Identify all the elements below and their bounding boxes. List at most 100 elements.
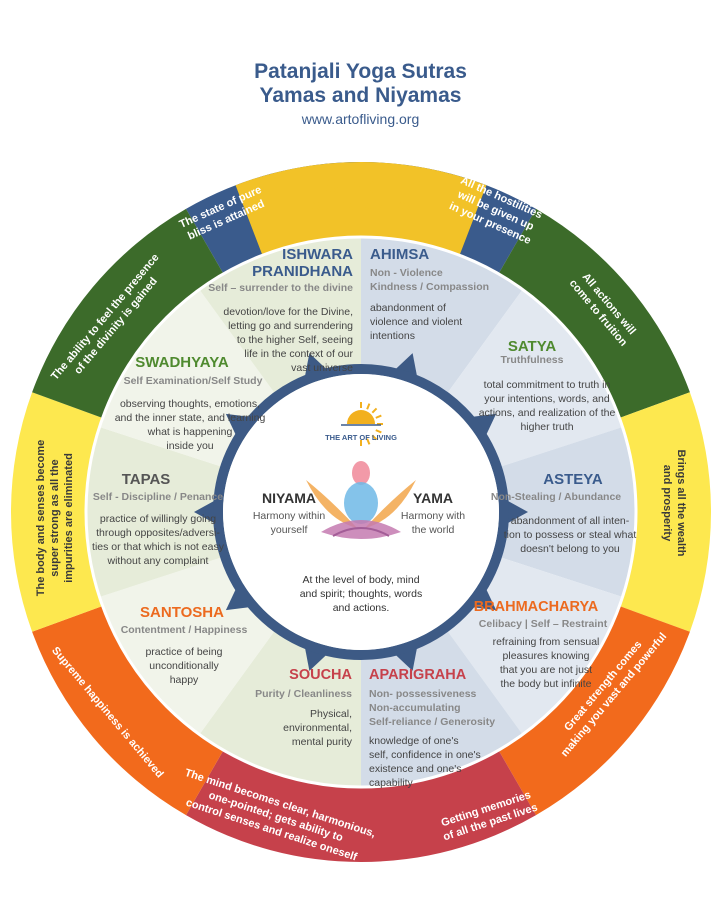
yama-name-ahimsa: AHIMSA	[370, 246, 429, 263]
niyama-desc-ishwara: life in the context of our	[244, 348, 353, 360]
yama-desc-satya: actions, and realization of the	[479, 407, 616, 419]
niyama-desc-ishwara: devotion/love for the Divine,	[223, 306, 353, 318]
niyama-desc-tapas: without any complaint	[107, 555, 209, 567]
outer-ring-text-line: super strong as all the	[49, 459, 61, 576]
logo-ray	[366, 438, 371, 445]
yama-desc: the world	[412, 524, 455, 536]
lotus-head	[352, 461, 370, 485]
niyama-meaning-tapas: Self - Discipline / Penance	[93, 491, 223, 503]
yama-desc-satya: your intentions, words, and	[484, 393, 610, 405]
niyama-desc-santosha: practice of being	[145, 646, 222, 658]
yama-desc-aparigraha: capability	[369, 777, 414, 789]
niyama-desc-tapas: ties or that which is not easy	[92, 541, 225, 553]
yama-meaning-ahimsa: Kindness / Compassion	[370, 281, 489, 293]
website-link[interactable]: www.artofliving.org	[301, 111, 420, 127]
niyama-desc-swadhyaya: and the inner state, and learning	[115, 412, 266, 424]
center-bottom-text: At the level of body, mind	[302, 574, 419, 586]
yama-meaning-asteya: Non-Stealing / Abundance	[491, 491, 621, 503]
yama-meaning-aparigraha: Non-accumulating	[369, 702, 461, 714]
logo-ray	[371, 434, 378, 441]
niyama-name-santosha: SANTOSHA	[140, 604, 224, 621]
outer-ring-tapas	[10, 392, 103, 632]
lotus-body	[344, 482, 378, 524]
siddhi-title: SIDDHI	[325, 176, 396, 199]
niyama-desc-soucha: Physical,	[310, 708, 352, 720]
lotus-base-line	[332, 527, 390, 537]
niyama-name-tapas: TAPAS	[122, 471, 171, 488]
niyama-desc-swadhyaya: what is happening	[147, 426, 233, 438]
yama-desc: Harmony with	[401, 510, 465, 522]
yama-name-brahmacharya: BRAHMACHARYA	[474, 599, 599, 615]
yama-desc-ahimsa: violence and violent	[370, 316, 462, 328]
yama-meaning-ahimsa: Non - Violence	[370, 267, 443, 279]
outer-ring-satya	[498, 208, 690, 418]
header: Patanjali Yoga Sutras Yamas and Niyamas …	[0, 60, 721, 128]
yama-name-asteya: ASTEYA	[543, 471, 603, 488]
outer-ring-swadhyaya	[32, 208, 224, 418]
yama-name-aparigraha: APARIGRAHA	[369, 667, 467, 683]
yama-desc-brahmacharya: the body but infinite	[500, 678, 591, 690]
yama-desc-brahmacharya: refraining from sensual	[493, 636, 600, 648]
niyama-meaning-swadhyaya: Self Examination/Self Study	[124, 375, 263, 387]
outer-ring-brahmacharya	[498, 606, 690, 816]
lotus-figure-icon	[306, 461, 416, 539]
art-of-living-logo-icon	[341, 402, 383, 446]
yama-desc-aparigraha: knowledge of one's	[369, 735, 459, 747]
niyama-desc-soucha: environmental,	[283, 722, 352, 734]
outer-ring-text-line: The body and senses become	[35, 440, 47, 597]
logo-text: THE ART OF LIVING	[325, 433, 397, 442]
niyama-desc-ishwara: to the higher Self, seeing	[237, 334, 353, 346]
title-line-2: Yamas and Niyamas	[259, 84, 462, 107]
yama-meaning-aparigraha: Self-reliance / Generosity	[369, 716, 495, 728]
yama-desc-aparigraha: existence and one's	[369, 763, 462, 775]
yama-title: YAMA	[413, 490, 453, 506]
niyama-meaning-santosha: Contentment / Happiness	[121, 624, 248, 636]
outer-ring-text-line: Brings all the wealth	[675, 450, 687, 557]
outer-ring-text-line: and prosperity	[661, 465, 673, 542]
yama-desc-aparigraha: self, confidence in one's	[369, 749, 481, 761]
lotus-wing-right	[365, 480, 416, 528]
niyama-name-swadhyaya: SWADHYAYA	[135, 354, 229, 371]
niyama-name-ishwara: PRANIDHANA	[252, 263, 353, 280]
dharma-wheel-ring	[213, 364, 509, 660]
niyama-desc-soucha: mental purity	[292, 736, 353, 748]
yama-desc-ahimsa: intentions	[370, 330, 415, 342]
yama-desc-ahimsa: abandonment of	[370, 302, 446, 314]
logo-ray	[371, 407, 378, 414]
niyama-desc: yourself	[271, 524, 308, 536]
outer-ring-santosha	[32, 606, 224, 816]
outer-ring-bottom	[186, 750, 536, 862]
yama-meaning-aparigraha: Non- possessiveness	[369, 688, 477, 700]
yama-name-satya: SATYA	[508, 338, 557, 355]
niyama-desc-swadhyaya: inside you	[166, 440, 213, 452]
yama-desc-brahmacharya: that you are not just	[500, 664, 592, 676]
niyama-desc-santosha: happy	[170, 674, 199, 686]
niyama-name-soucha: SOUCHA	[289, 667, 352, 683]
niyama-desc-swadhyaya: observing thoughts, emotions,	[120, 398, 260, 410]
siddhi-subtitle: SUPER POWERS	[312, 199, 410, 213]
title-line-1: Patanjali Yoga Sutras	[254, 60, 467, 83]
logo-sun	[347, 410, 375, 424]
niyama-meaning-ishwara: Self – surrender to the divine	[208, 282, 353, 294]
yama-meaning-satya: Truthfulness	[500, 354, 563, 366]
yama-desc-asteya: abandonment of all inten-	[511, 515, 630, 527]
niyama-desc-santosha: unconditionally	[149, 660, 219, 672]
logo-ray	[366, 403, 371, 410]
logo-ray	[375, 429, 382, 434]
niyama-desc-tapas: practice of willingly going	[100, 513, 216, 525]
niyama-name-ishwara: ISHWARA	[282, 246, 353, 263]
outer-ring-text-line: impurities are eliminated	[63, 453, 75, 583]
yama-desc-brahmacharya: pleasures knowing	[503, 650, 590, 662]
niyama-title: NIYAMA	[262, 490, 316, 506]
niyama-desc: Harmony within	[253, 510, 326, 522]
yama-desc-satya: higher truth	[520, 421, 573, 433]
siddhi-arc	[235, 162, 487, 256]
niyama-desc-ishwara: vast universe	[291, 362, 353, 374]
yama-desc-satya: total commitment to truth in	[484, 379, 611, 391]
outer-ring-asteya	[619, 392, 711, 632]
niyama-desc-tapas: through opposites/adversi-	[96, 527, 220, 539]
